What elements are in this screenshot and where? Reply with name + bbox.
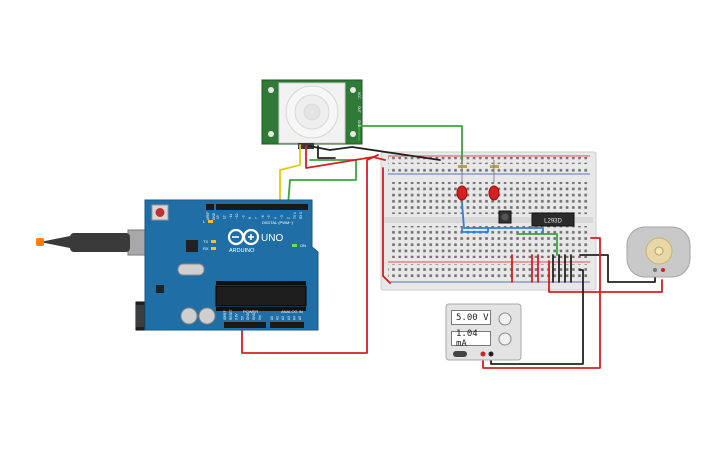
pin-label-1: GND <box>212 212 216 220</box>
psu-voltage-value: 5.00 V <box>456 312 489 323</box>
psu-current-value: 1.04 mA <box>456 328 478 349</box>
psu-current-display: 1.04 mA <box>451 328 491 349</box>
wire-blue-1 <box>461 227 489 233</box>
digital-header <box>216 204 308 210</box>
arduino-infinity-logo-icon <box>227 228 260 246</box>
digital-pin-label: ~10 <box>235 213 239 219</box>
led-label-tx: TX <box>203 239 208 244</box>
digital-pin-label: 8 <box>248 217 252 219</box>
wire-green-driver <box>516 233 558 256</box>
digital-pin-label: RX 0 <box>299 212 303 219</box>
wire-red-motor <box>548 260 663 293</box>
wire-red-pir-vcc <box>305 145 386 169</box>
motor-driver-ic: L293D <box>531 212 575 227</box>
analog-pin-label: A5 <box>298 316 302 320</box>
pir-pin-label: OUT <box>357 106 361 113</box>
pin-label-0: AREF <box>206 211 210 220</box>
capacitor-2 <box>198 307 216 325</box>
wire-green-1 <box>287 159 357 206</box>
psu-terminal-positive <box>480 351 486 357</box>
digital-pin-label: 13 <box>216 215 220 219</box>
digital-pin-label: 12 <box>222 215 226 219</box>
analog-pin-label: A2 <box>281 316 285 320</box>
analog-pin-label: A4 <box>292 316 296 320</box>
psu-switch-icon <box>453 351 467 357</box>
power-pin-label: 3.3V <box>235 313 239 320</box>
psu-terminal-negative <box>488 351 494 357</box>
breadboard <box>380 151 597 291</box>
led-resistor-group <box>456 160 500 201</box>
power-pin-label: Vin <box>258 315 262 320</box>
crystal-oscillator <box>177 263 205 276</box>
wires <box>241 125 663 369</box>
wire-black-psu <box>490 269 584 365</box>
wire-yellow-signal <box>279 144 301 206</box>
atmega-chip <box>215 285 307 307</box>
led-label-rx: RX <box>203 246 209 251</box>
wire-green-2 <box>358 125 463 163</box>
digital-pin-label: 4 <box>274 217 278 219</box>
pir-pin-label: GND <box>357 120 361 128</box>
wire-blue-2 <box>461 202 544 234</box>
led-red-1 <box>456 185 468 201</box>
psu-voltage-display: 5.00 V <box>451 310 491 325</box>
analog-pin-label: A3 <box>287 316 291 320</box>
analog-header <box>270 322 304 328</box>
motor-shaft-icon <box>654 246 664 256</box>
arduino-uno[interactable]: ARDUINO UNO DIGITAL (PWM~) L TX RX ON PO… <box>36 199 319 331</box>
wire-red-5v <box>241 154 379 354</box>
digital-pin-label: TX 1 <box>293 212 297 219</box>
power-pin-label: RESET <box>229 309 233 320</box>
digital-pin-label: 7 <box>254 217 258 219</box>
wire-black-pir-gnd <box>308 145 441 161</box>
power-pin-label: GND <box>246 312 250 320</box>
analog-label: ANALOG IN <box>281 309 303 314</box>
reset-button-icon <box>151 204 169 221</box>
led-label-l: L <box>203 219 206 224</box>
digital-pin-label: ~9 <box>242 215 246 219</box>
wire-red-rail-jumper <box>382 167 391 284</box>
analog-pin-label: A1 <box>276 316 280 320</box>
arduino-model: UNO <box>261 233 283 244</box>
dc-motor[interactable] <box>626 226 691 278</box>
pir-pin-label: VCC <box>357 92 361 99</box>
arduino-brand: ARDUINO <box>229 248 255 254</box>
motor-driver-label: L293D <box>544 219 562 225</box>
wire-black-2 <box>317 145 336 159</box>
voltage-knob <box>498 312 512 326</box>
digital-pin-label: ~5 <box>267 215 271 219</box>
wire-black-motor <box>579 254 656 283</box>
digital-pin-label: ~6 <box>261 215 265 219</box>
power-header <box>224 322 266 328</box>
power-pin-label: IOREF <box>223 310 227 320</box>
pushbutton[interactable] <box>498 210 512 224</box>
power-pin-label: 5V <box>240 315 244 320</box>
digital-pin-label: 2 <box>286 217 290 219</box>
current-knob <box>498 332 512 346</box>
digital-pin-label: ~3 <box>280 215 284 219</box>
digital-pin-label: ~11 <box>229 214 233 219</box>
analog-pin-label: A0 <box>270 316 274 320</box>
pir-sensor[interactable] <box>261 79 363 149</box>
led-red-2 <box>488 185 500 201</box>
on-label: ON <box>300 243 306 248</box>
capacitor-1 <box>180 307 198 325</box>
digital-header-label: DIGITAL (PWM~) <box>262 220 294 225</box>
power-pin-label: GND <box>252 312 256 320</box>
wire-red-psu <box>482 237 601 369</box>
power-label: POWER <box>243 309 258 314</box>
